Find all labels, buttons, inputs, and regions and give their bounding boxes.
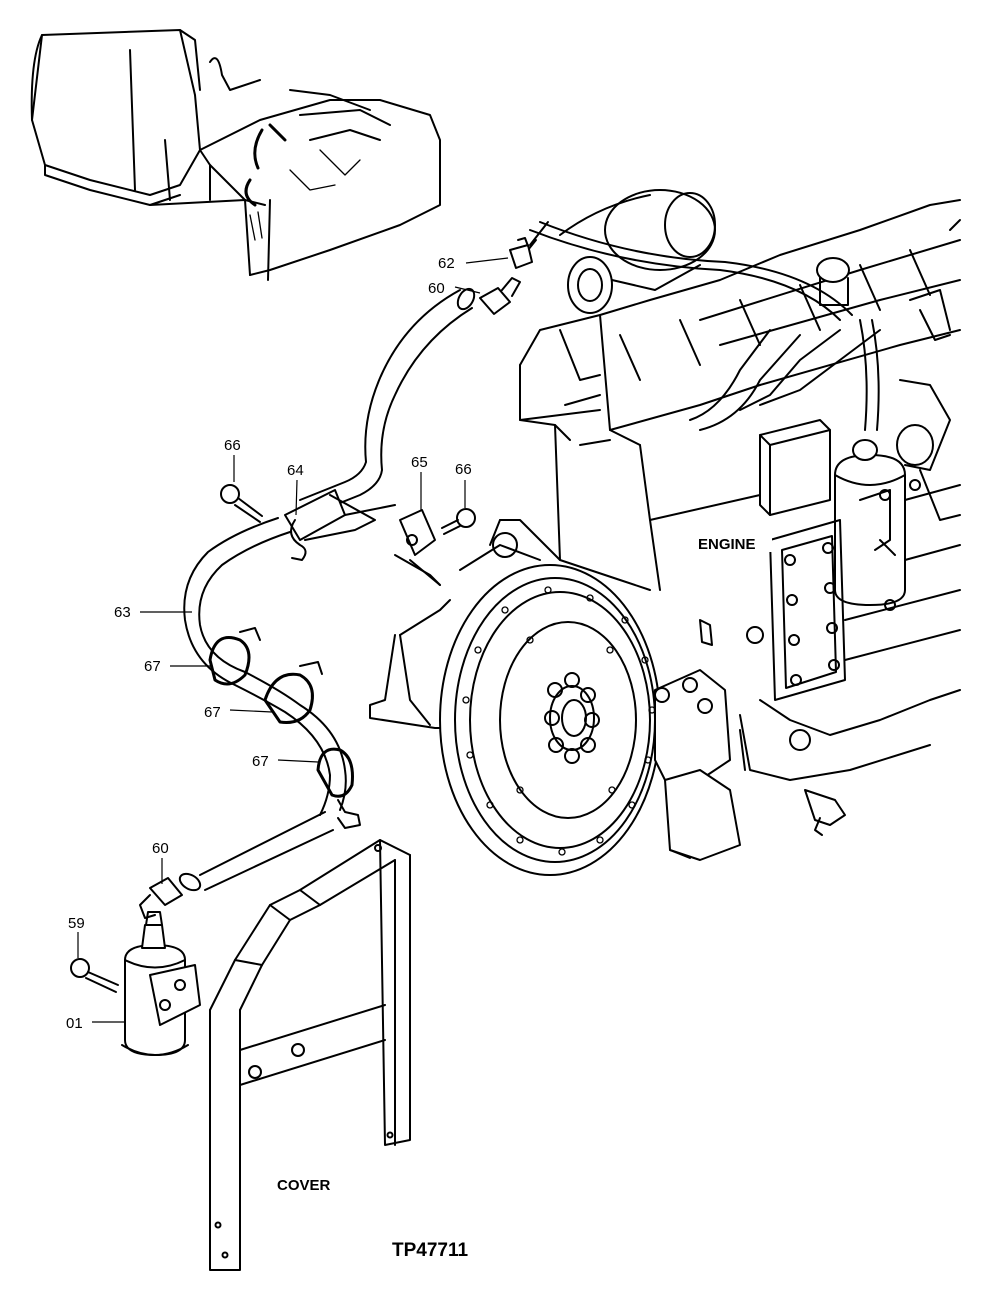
callout-60-bottom: 60 xyxy=(152,840,169,857)
callout-59: 59 xyxy=(68,915,85,932)
callout-60-top: 60 xyxy=(428,280,445,297)
bolt-59 xyxy=(70,958,119,993)
bolt-66-right xyxy=(441,508,476,535)
bracket-65 xyxy=(394,509,441,586)
fuel-sensor-01 xyxy=(121,911,201,1056)
callout-01: 01 xyxy=(66,1015,83,1032)
machine-overview-inset xyxy=(30,29,441,281)
fuel-hose-routing xyxy=(178,221,549,892)
callout-65: 65 xyxy=(411,454,428,471)
engine-assembly xyxy=(369,189,961,876)
callout-64: 64 xyxy=(287,462,304,479)
fitting-62 xyxy=(509,237,533,269)
callout-66-left: 66 xyxy=(224,437,241,454)
callout-66-right: 66 xyxy=(455,461,472,478)
callout-67-b: 67 xyxy=(204,704,221,721)
fitting-60-top xyxy=(479,277,521,315)
callout-67-a: 67 xyxy=(144,658,161,675)
engine-label: ENGINE xyxy=(698,536,756,553)
leader-lines xyxy=(77,257,509,1023)
bolt-66-left xyxy=(220,484,263,523)
cover-label: COVER xyxy=(277,1177,331,1194)
callout-62: 62 xyxy=(438,255,455,272)
callout-63: 63 xyxy=(114,604,131,621)
drawing-code: TP47711 xyxy=(392,1240,468,1261)
callouts: 62 60 66 64 65 66 63 67 67 67 60 59 01 xyxy=(66,255,472,1032)
cover-frame xyxy=(209,839,411,1271)
callout-67-c: 67 xyxy=(252,753,269,770)
